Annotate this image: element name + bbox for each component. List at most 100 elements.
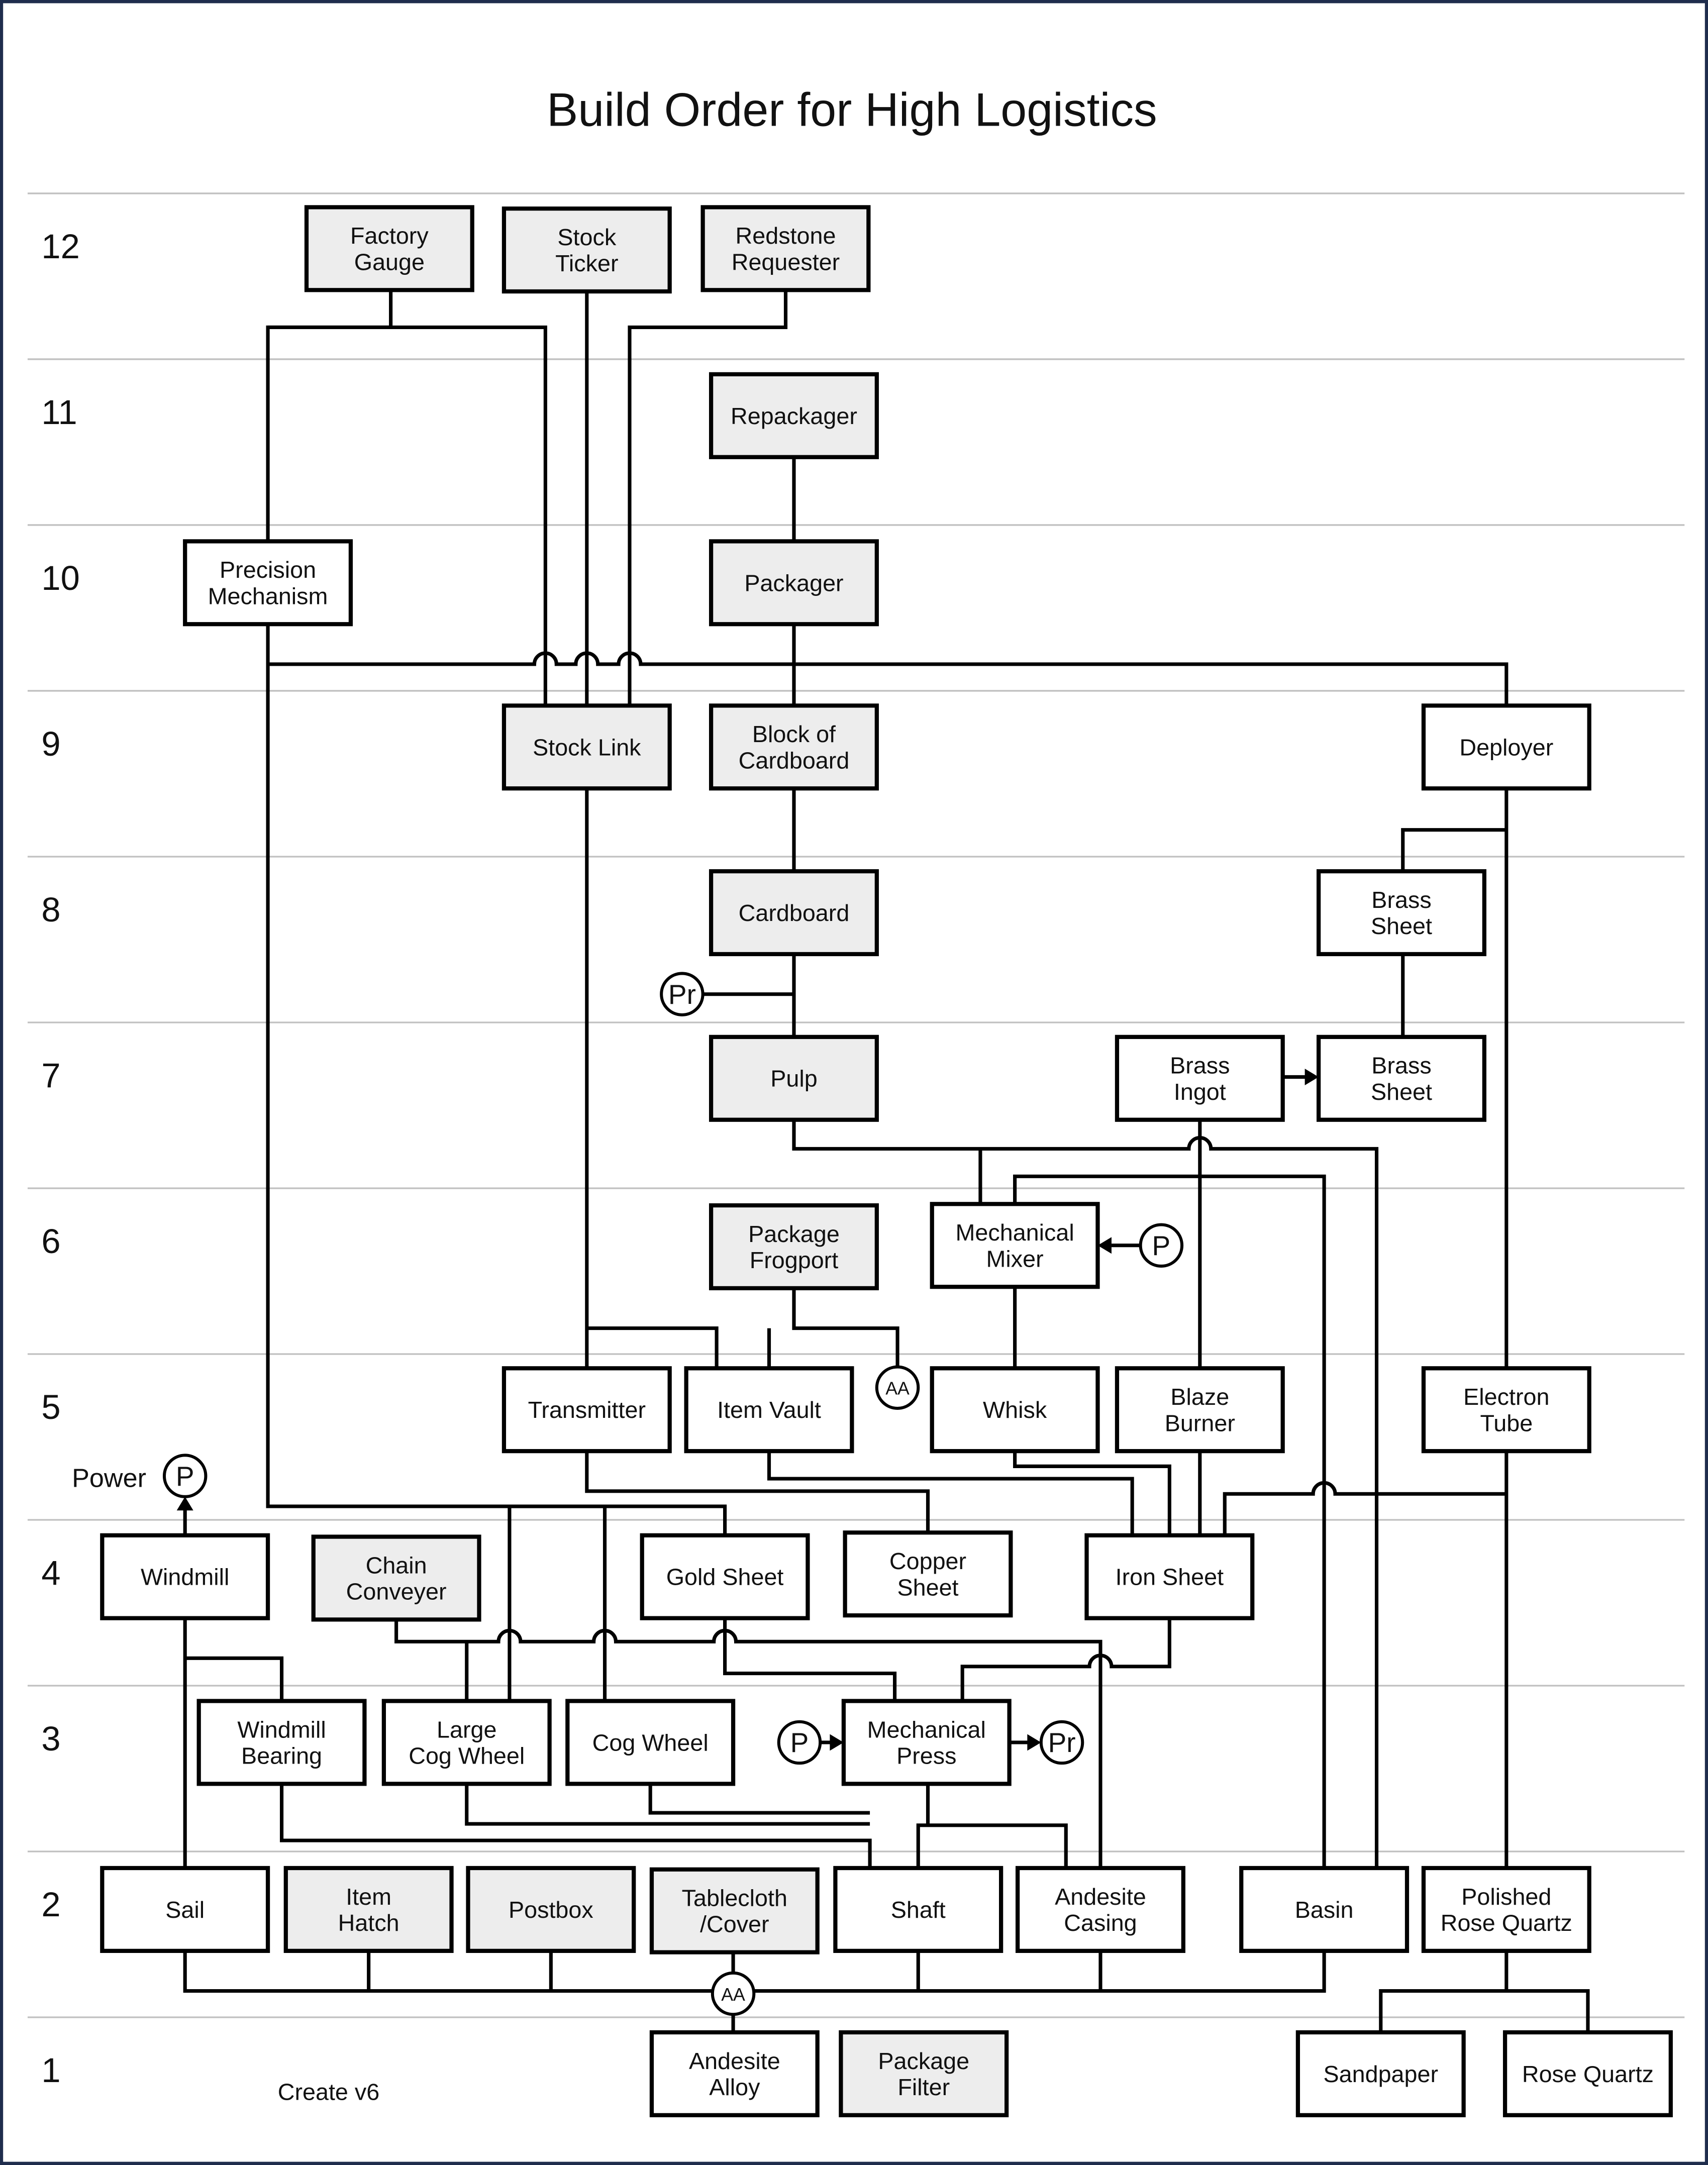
connector [1401,788,1509,1369]
node-box [565,1699,736,1786]
node-box [283,1866,454,1953]
node-box [839,2030,1009,2117]
row-number: 8 [41,890,60,929]
node-label: Postbox [509,1897,593,1923]
arrowhead-icon [176,1496,193,1511]
connector [1013,1174,1326,1868]
node-box [833,1866,1003,1953]
node-box [709,372,879,459]
node-box [1084,1533,1255,1620]
node-label: Package [748,1221,840,1247]
node-tablecloth-cover[interactable]: Tablecloth/Cover [649,1867,820,1954]
node-label: Andesite [689,2048,780,2074]
node-label: Blaze [1170,1384,1229,1410]
node-gold-sheet[interactable]: Gold Sheet [640,1533,810,1620]
node-label: Brass [1170,1053,1230,1079]
node-box [649,1867,820,1954]
row-number: 11 [41,393,77,432]
node-box [501,1366,672,1454]
row-number: 12 [41,227,79,266]
node-label: Chain [366,1552,427,1578]
node-sandpaper[interactable]: Sandpaper [1295,2030,1466,2117]
node-transmitter[interactable]: Transmitter [501,1366,672,1454]
node-label: Brass [1371,1053,1431,1079]
node-deployer[interactable]: Deployer [1421,703,1591,791]
node-label: Item Vault [717,1397,821,1423]
connector [183,1507,284,1868]
node-iron-sheet[interactable]: Iron Sheet [1084,1533,1255,1620]
node-cog-wheel[interactable]: Cog Wheel [565,1699,736,1786]
node-item-vault[interactable]: Item Vault [684,1366,854,1454]
node-label: Conveyer [346,1579,447,1605]
node-label: Bearing [241,1743,322,1769]
connector [266,624,727,1535]
node-sail[interactable]: Sail [100,1866,270,1953]
node-packager[interactable]: Packager [709,539,879,627]
node-basin[interactable]: Basin [1239,1866,1410,1953]
arrowhead-icon [1097,1237,1112,1254]
node-label: Pulp [770,1066,817,1092]
marker-label: P [790,1727,809,1758]
andesite-alloy-marker: AA [875,1365,920,1410]
andesite-alloy-marker: AA [711,1971,756,2016]
node-label: Iron Sheet [1116,1564,1224,1590]
node-label: Mixer [986,1246,1044,1272]
node-label: Press [896,1743,956,1769]
node-shaft[interactable]: Shaft [833,1866,1003,1953]
node-label: Item [346,1884,391,1910]
node-label: Cog Wheel [592,1729,709,1756]
node-label: Sheet [1371,913,1432,939]
row-number: 9 [41,725,60,763]
node-rose-quartz[interactable]: Rose Quartz [1502,2030,1673,2117]
node-stock-link[interactable]: Stock Link [501,703,672,791]
node-box [709,539,879,627]
node-label: /Cover [700,1911,769,1937]
connector [1379,1950,1590,2032]
row-number: 10 [41,559,79,597]
node-whisk[interactable]: Whisk [930,1366,1100,1454]
node-cardboard[interactable]: Cardboard [709,869,879,957]
node-label: Andesite [1055,1884,1146,1910]
node-label: Brass [1371,887,1431,913]
connector [279,1784,872,1868]
connector-hops [268,651,1509,706]
connector [465,1504,897,1701]
marker-label: P [176,1461,194,1492]
row-number: 2 [41,1885,60,1924]
node-label: Electron [1463,1384,1549,1410]
power-marker: P [1139,1223,1184,1268]
marker-label: AA [885,1378,910,1398]
node-windmill[interactable]: Windmill [100,1533,270,1620]
node-postbox[interactable]: Postbox [466,1866,636,1953]
node-box [381,1699,552,1786]
node-pulp[interactable]: Pulp [709,1035,879,1122]
node-repackager[interactable]: Repackager [709,372,879,459]
node-label: Stock Link [533,734,641,760]
power-marker-icon [777,1720,822,1765]
